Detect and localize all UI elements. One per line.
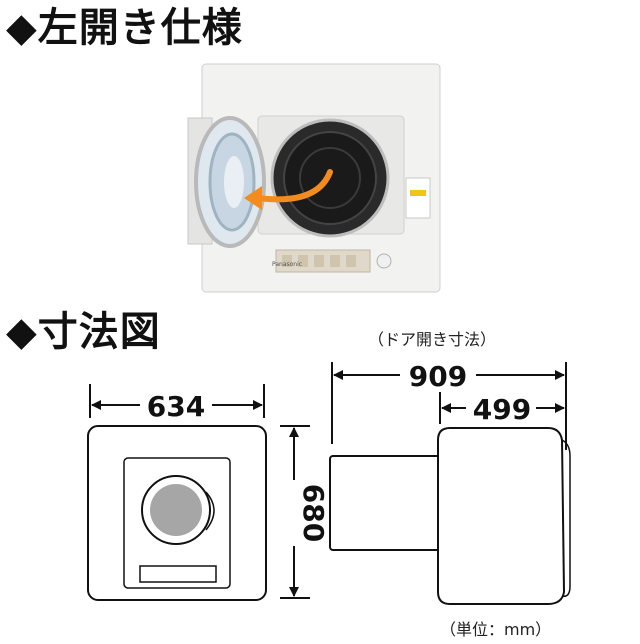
dryer-illustration: Panasonic bbox=[187, 63, 441, 293]
warning-label bbox=[405, 177, 431, 219]
control-button bbox=[346, 255, 356, 267]
open-door-outline bbox=[329, 455, 451, 551]
control-button bbox=[314, 255, 324, 267]
depth-dimension-label: 499 bbox=[473, 393, 531, 426]
door-open-caption: （ドア開き寸法） bbox=[368, 330, 497, 349]
side-view: 909 499 bbox=[329, 360, 571, 605]
section-heading-left-open: ◆左開き仕様 bbox=[6, 8, 243, 48]
control-button bbox=[330, 255, 340, 267]
heading-text: ◆左開き仕様 bbox=[6, 5, 243, 51]
front-view: 634 680 bbox=[87, 384, 330, 601]
door-window bbox=[150, 484, 202, 536]
height-dimension-label: 680 bbox=[297, 484, 330, 542]
heading-text: ◆寸法図 bbox=[6, 309, 161, 355]
dimension-diagram: 634 680 909 499 bbox=[87, 360, 571, 605]
width-dimension-label: 634 bbox=[147, 390, 205, 423]
side-body-outline bbox=[437, 427, 566, 605]
brand-label: Panasonic bbox=[272, 261, 302, 268]
front-control-panel bbox=[139, 565, 217, 583]
drum-pattern bbox=[299, 147, 361, 209]
dimension-drawing: 634 680 909 499 bbox=[0, 340, 640, 640]
control-button bbox=[298, 255, 308, 267]
control-button bbox=[282, 255, 292, 267]
door-open-depth-label: 909 bbox=[409, 360, 467, 393]
unit-caption: （単位：mm） bbox=[440, 620, 552, 639]
dryer-photo: Panasonic bbox=[180, 60, 444, 296]
door-direction-arrow bbox=[255, 169, 333, 203]
side-back-edge bbox=[561, 439, 571, 598]
arrow-head-icon bbox=[244, 186, 262, 210]
power-button-icon bbox=[376, 253, 392, 269]
door-glass-reflection bbox=[224, 156, 244, 208]
door-handle bbox=[205, 491, 215, 531]
section-heading-dimensions: ◆寸法図 bbox=[6, 312, 161, 352]
warning-label-stripe bbox=[410, 190, 426, 196]
